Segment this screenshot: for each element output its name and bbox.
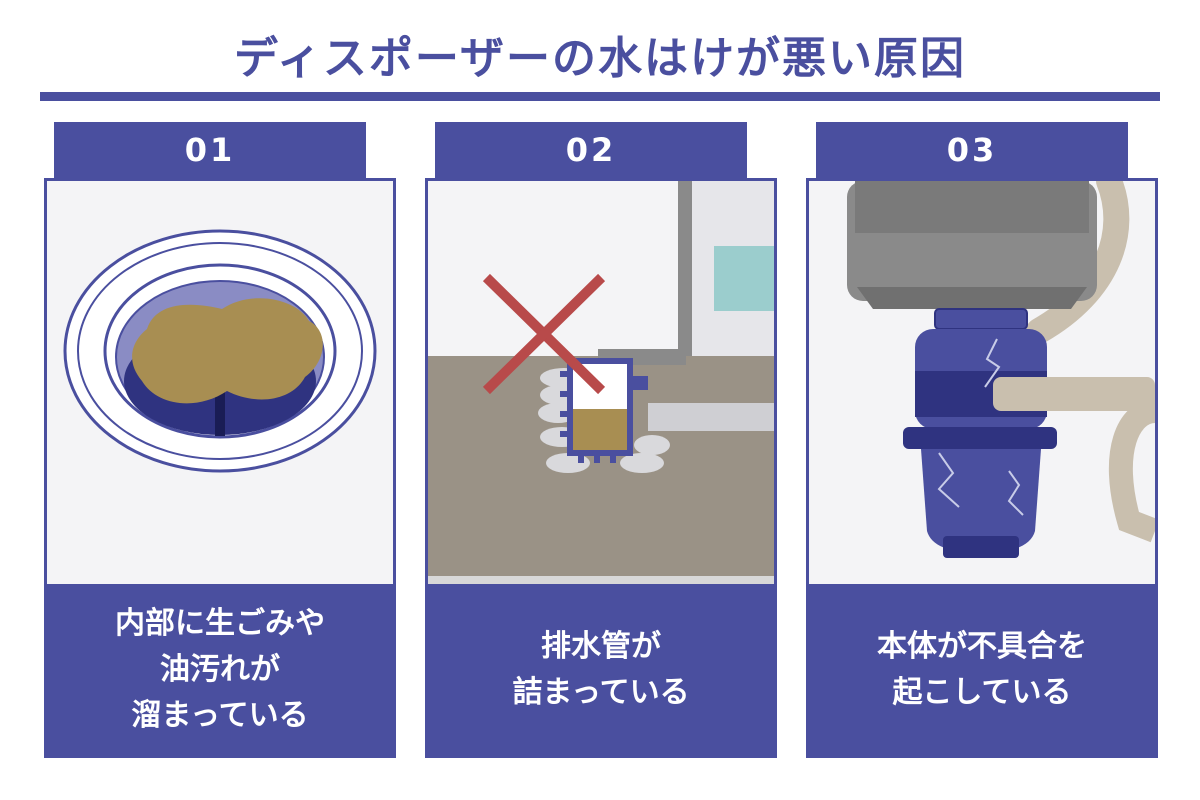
broken-disposer-illustration	[847, 181, 1155, 558]
panel-caption: 本体が不具合を 起こしている	[809, 584, 1155, 755]
panel-box: 内部に生ごみや 油汚れが 溜まっている	[44, 178, 396, 758]
clogged-sink-drain-illustration	[63, 229, 377, 473]
title-underline	[40, 92, 1160, 101]
clogged-pipe-illustration	[428, 181, 774, 584]
cause-panel-1: 01 内部に生ごみや 油汚れが 溜まっている	[44, 122, 396, 758]
panel-caption: 内部に生ごみや 油汚れが 溜まっている	[47, 584, 393, 755]
panel-number: 01	[54, 122, 366, 178]
page-title: ディスポーザーの水はけが悪い原因	[233, 33, 967, 84]
cause-panel-3: 03 本体が不具合を 起こしている	[806, 122, 1158, 758]
panel-number: 02	[435, 122, 747, 178]
food-waste-clog	[132, 298, 323, 404]
panel-box: 排水管が 詰まっている	[425, 178, 777, 758]
panel-caption: 排水管が 詰まっている	[428, 584, 774, 755]
panel-number: 03	[816, 122, 1128, 178]
crack-lines	[937, 338, 1024, 516]
cross-mark-icon	[482, 273, 606, 395]
cause-panel-2: 02	[425, 122, 777, 758]
panel-box: 本体が不具合を 起こしている	[806, 178, 1158, 758]
